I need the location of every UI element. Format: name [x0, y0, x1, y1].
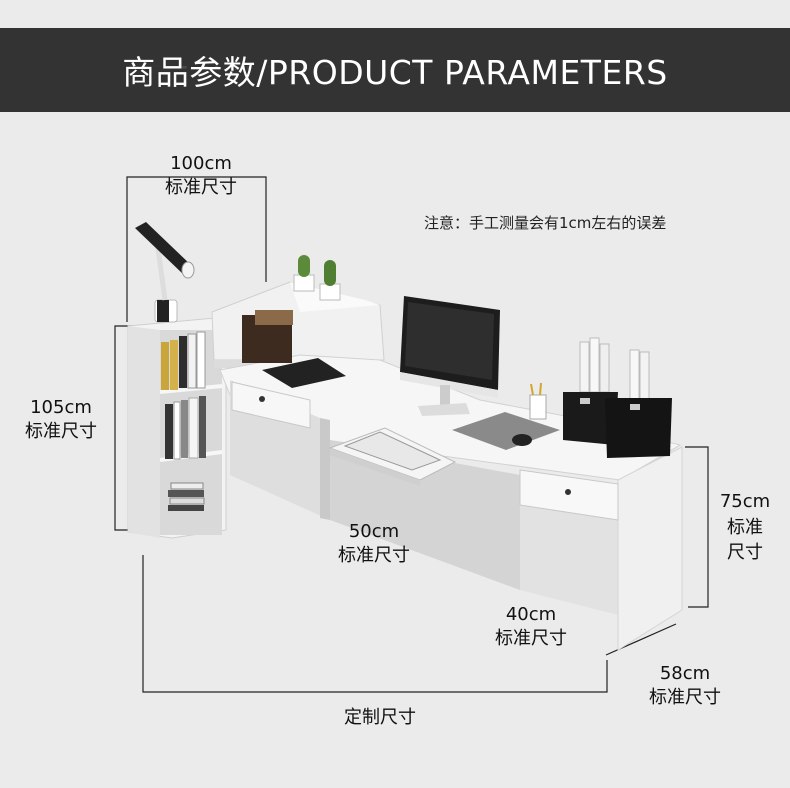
keyboard — [343, 431, 442, 471]
dim-drawer-width-label: 标准尺寸 — [495, 628, 567, 649]
dim-keyboard-tray: 50cm 标准尺寸 — [325, 520, 423, 568]
dim-keyboard-tray-value: 50cm — [348, 521, 400, 542]
measurement-note: 注意：手工测量会有1cm左右的误差 — [424, 214, 667, 232]
header-banner — [0, 28, 790, 112]
dim-top-width-value: 100cm — [170, 153, 232, 174]
mouse — [512, 434, 532, 446]
dim-total-length: 定制尺寸 — [320, 706, 440, 730]
dim-desk-height-label: 标准尺寸 — [727, 517, 763, 563]
rolled-drawings — [563, 337, 672, 458]
dim-top-width: 100cm 标准尺寸 — [152, 152, 250, 200]
dim-line-top-width — [126, 176, 267, 322]
binders — [161, 331, 206, 390]
drawing-tablet — [262, 358, 346, 388]
desk — [219, 354, 683, 651]
dim-drawer-width-value: 40cm — [505, 604, 557, 625]
dim-keyboard-tray-label: 标准尺寸 — [338, 545, 410, 566]
dim-desk-height-value: 75cm — [719, 491, 771, 512]
monitor — [400, 296, 500, 416]
magazine-stack — [168, 482, 205, 511]
lock-icon — [259, 396, 265, 402]
cactus-plants — [293, 255, 341, 301]
dim-depth-label: 标准尺寸 — [649, 687, 721, 708]
dim-line-desk-height — [685, 446, 709, 608]
dim-drawer-width: 40cm 标准尺寸 — [482, 603, 580, 651]
dim-depth-value: 58cm — [659, 663, 711, 684]
dim-desk-height: 75cm 标准尺寸 — [712, 489, 778, 565]
dim-depth: 58cm 标准尺寸 — [636, 662, 734, 710]
keyboard-tray — [328, 427, 457, 486]
bookshelf-cabinet — [127, 317, 227, 539]
dim-cabinet-height-value: 105cm — [30, 397, 92, 418]
page-title: 商品参数/PRODUCT PARAMETERS — [122, 53, 668, 92]
books — [165, 396, 206, 460]
dim-cabinet-height: 105cm 标准尺寸 — [12, 396, 110, 444]
dim-total-length-label: 定制尺寸 — [344, 707, 416, 728]
dim-cabinet-height-label: 标准尺寸 — [25, 421, 97, 442]
dim-line-total-length — [142, 555, 608, 693]
lock-icon — [565, 489, 571, 495]
desk-lamp — [135, 222, 195, 323]
dim-top-width-label: 标准尺寸 — [165, 177, 237, 198]
pencil-cup — [529, 394, 547, 420]
mouse-pad — [452, 412, 560, 450]
